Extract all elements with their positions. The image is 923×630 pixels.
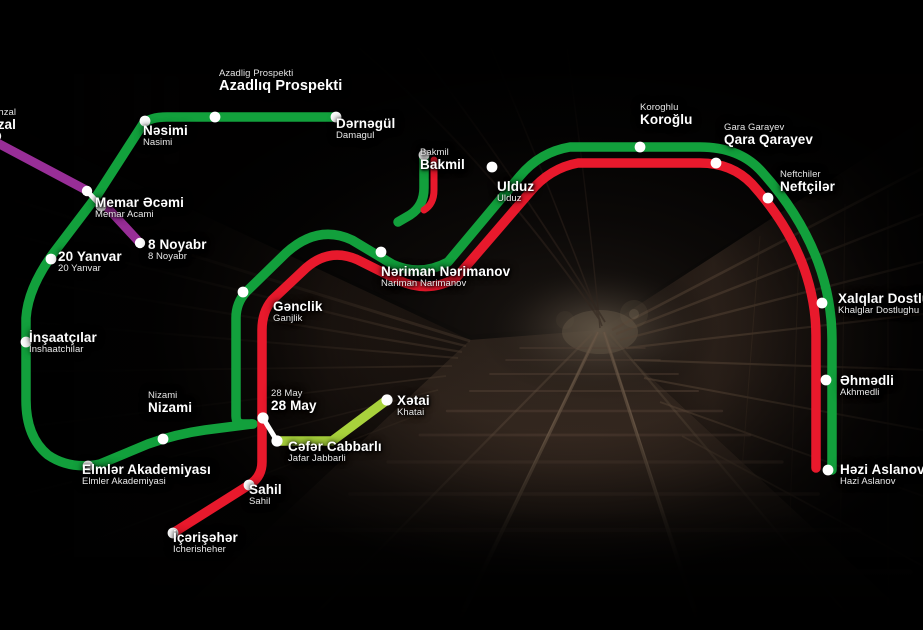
station-dot-memar-green: [95, 200, 107, 212]
station-dot-icherisheher: [167, 527, 179, 539]
station-dot-xatai: [381, 394, 393, 406]
station-dots: [0, 111, 834, 539]
interchange-links: [84, 188, 280, 444]
station-dot-bakmil: [418, 149, 430, 161]
station-dot-azadliq: [209, 111, 221, 123]
station-dot-insaatcilar: [20, 336, 32, 348]
station-dot-darnagul: [330, 111, 342, 123]
line-red: [168, 156, 821, 538]
station-dot-xalqlar: [816, 297, 828, 309]
station-dot-elmler: [82, 460, 94, 472]
station-dot-sahil: [243, 479, 255, 491]
station-dot-hazi: [822, 464, 834, 476]
line-purple: [0, 139, 145, 248]
station-dot-nizami: [157, 433, 169, 445]
station-dot-ganclik: [237, 286, 249, 298]
station-dot-koroglu: [634, 141, 646, 153]
station-dot-28may: [257, 412, 269, 424]
station-dot-avtovagzal: [0, 132, 2, 140]
line-green: [21, 112, 837, 475]
line-lightgreen: [272, 395, 392, 446]
station-dot-8noyabr: [134, 237, 146, 249]
station-dot-ahmadli: [820, 374, 832, 386]
station-dot-qaraqarayev: [710, 157, 722, 169]
station-dot-ulduz: [486, 161, 498, 173]
station-dot-cafar: [271, 435, 283, 447]
station-dot-nasimi: [139, 115, 151, 127]
station-dot-memar-purple: [81, 185, 93, 197]
station-dot-20yanvar: [45, 253, 57, 265]
station-dot-neftcilar: [762, 192, 774, 204]
station-dot-nariman: [375, 246, 387, 258]
